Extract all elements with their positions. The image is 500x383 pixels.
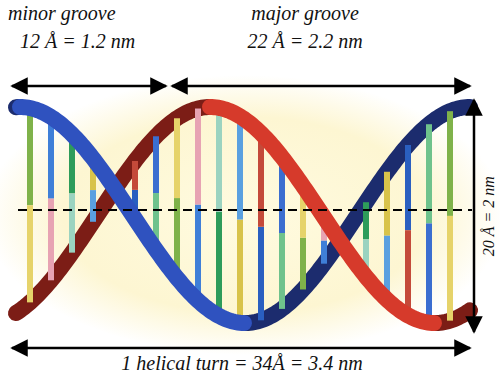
base [426, 223, 432, 322]
base-pair [177, 118, 178, 278]
dimension-label-box: 20 Å = 2 nm [480, 176, 498, 256]
base-pair [303, 186, 304, 290]
base [447, 111, 453, 216]
base-pair [219, 108, 220, 316]
double-helix [16, 107, 470, 323]
dimension-label: 20 Å = 2 nm [480, 176, 498, 256]
dimension-label: minor groove [8, 2, 116, 25]
base [237, 116, 243, 219]
base [321, 240, 327, 263]
base [27, 205, 33, 302]
minor-groove-arrow [12, 85, 166, 88]
base [237, 220, 243, 323]
dimension-label: 1 helical turn = 34Å = 3.4 nm [121, 352, 362, 375]
base [258, 227, 264, 321]
base [384, 172, 390, 236]
dimension-label-box: 22 Å = 2.2 nm [247, 30, 362, 53]
dimension-label: 12 Å = 1.2 nm [20, 30, 135, 53]
base [195, 109, 201, 205]
base-pair [450, 111, 451, 320]
base [300, 238, 306, 290]
diameter-arrow [473, 100, 476, 332]
base [279, 233, 285, 309]
base-pair [156, 136, 157, 250]
base [216, 212, 222, 316]
base-pair [429, 124, 430, 322]
base [90, 190, 96, 222]
base [48, 117, 54, 199]
base [216, 108, 222, 212]
base-pair [282, 157, 283, 309]
base-pair [387, 172, 388, 300]
base [174, 118, 180, 198]
base-pair [72, 134, 73, 252]
base-pair [408, 145, 409, 315]
major-groove-arrow [172, 85, 470, 88]
dimension-label: major groove [251, 2, 359, 25]
base-pair [198, 109, 199, 301]
strand-back [246, 107, 470, 323]
dimension-label: 22 Å = 2.2 nm [247, 30, 362, 53]
dimension-label-box: major groove [251, 2, 359, 25]
dimension-label-box: 12 Å = 1.2 nm [20, 30, 135, 53]
base [405, 145, 411, 230]
axis-dashed-line [18, 209, 472, 211]
base [132, 161, 138, 190]
base [27, 108, 33, 205]
helical-turn-arrow [12, 347, 470, 350]
base [426, 124, 432, 223]
base-pair [30, 108, 31, 302]
base [405, 230, 411, 315]
base [69, 193, 75, 252]
base-pair [240, 116, 241, 322]
strand-front [20, 107, 244, 323]
base [363, 202, 369, 239]
dimension-label-box: 1 helical turn = 34Å = 3.4 nm [121, 352, 362, 375]
base-pair [261, 133, 262, 320]
base [258, 133, 264, 227]
background-glow [0, 75, 500, 355]
dimension-label-box: minor groove [8, 2, 116, 25]
base-pair [51, 117, 52, 280]
base [195, 205, 201, 301]
base [447, 216, 453, 321]
base [153, 136, 159, 193]
strand-front [210, 107, 434, 323]
